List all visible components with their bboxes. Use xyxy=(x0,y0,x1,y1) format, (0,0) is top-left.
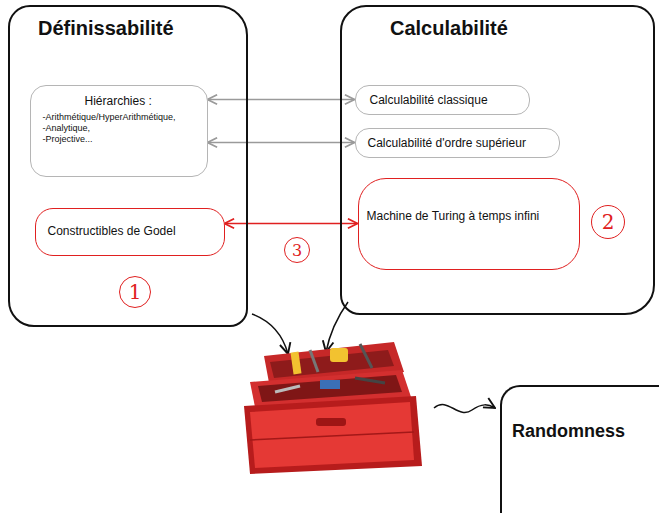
concept-box: Calculabilité classique xyxy=(355,85,530,115)
callout-number: 2 xyxy=(591,205,625,239)
concept-box: Constructibles de Godel xyxy=(35,208,225,256)
callout-number: 3 xyxy=(284,237,310,263)
connector-arrow xyxy=(225,223,358,225)
squiggle-arrow xyxy=(434,405,495,413)
concept-box: Machine de Turing à temps infini xyxy=(358,178,580,270)
connector-arrow xyxy=(208,99,355,101)
node-title: Randomness xyxy=(512,421,655,442)
list-item: -Projective... xyxy=(43,134,199,144)
node-title: Hiérarchies : xyxy=(85,94,199,108)
curved-arrow xyxy=(326,302,348,352)
node-title: Calculabilité classique xyxy=(370,93,519,107)
node-title: Constructibles de Godel xyxy=(48,224,214,238)
curved-arrow xyxy=(252,314,288,354)
toolbox-picture xyxy=(244,342,422,474)
node-title: Machine de Turing à temps infini xyxy=(367,209,569,223)
hierarchy-box: Hiérarchies : -Arithmétique/HyperArithmét… xyxy=(30,85,208,177)
connector-arrow xyxy=(208,142,355,144)
list-item: -Arithmétique/HyperArithmétique, xyxy=(43,112,199,122)
node-title: Calculabilité d'ordre supérieur xyxy=(368,136,549,150)
list-item: -Analytique, xyxy=(43,123,199,133)
node-title: Définissabilité xyxy=(38,17,236,40)
region-box: Randomness xyxy=(500,385,659,513)
concept-box: Calculabilité d'ordre supérieur xyxy=(355,128,560,158)
callout-number: 1 xyxy=(119,276,151,308)
node-title: Calculabilité xyxy=(390,17,643,40)
region-box: CalculabilitéCalculabilité classiqueCalc… xyxy=(340,5,655,315)
